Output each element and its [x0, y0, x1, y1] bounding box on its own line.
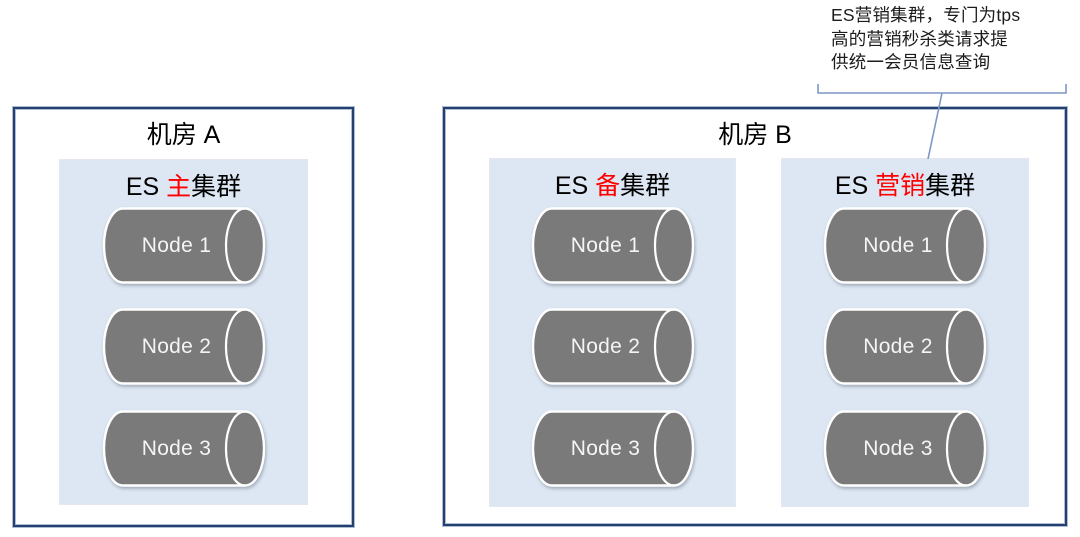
cluster-backup-title: ES 备集群: [490, 166, 735, 202]
cluster-marketing-title-keyword: 营销: [875, 172, 926, 200]
node-cylinder: Node 1: [531, 207, 694, 284]
callout-annotation: ES营销集群，专门为tps 高的营销秒杀类请求提 供统一会员信息查询: [831, 4, 1080, 75]
annotation-line-3: 供统一会员信息查询: [831, 52, 991, 72]
room-a-title: 机房 A: [146, 121, 221, 149]
callout-bracket: [817, 84, 1067, 94]
node-label: Node 2: [863, 334, 933, 358]
node-cylinder: Node 1: [102, 207, 265, 284]
cluster-panel-marketing: ES 营销集群 Node 1 Node 2 Node 3: [781, 158, 1029, 507]
node-label: Node 3: [863, 436, 933, 460]
room-b-title: 机房 B: [718, 121, 792, 149]
node-cylinder: Node 3: [531, 410, 694, 487]
node-label: Node 3: [570, 436, 641, 460]
node-cylinder: Node 3: [823, 410, 987, 487]
node-label: Node 2: [141, 334, 212, 358]
cluster-primary-title-keyword: 主: [166, 173, 192, 201]
cluster-primary-title-prefix: ES: [125, 173, 167, 201]
annotation-line-2: 高的营销秒杀类请求提: [831, 28, 1008, 49]
node-cylinder: Node 1: [823, 207, 987, 284]
room-box-b: 机房 B ES 备集群 Node 1 Node 2 Node 3 ES 营销集群…: [443, 107, 1067, 526]
cluster-marketing-title-suffix: 集群: [925, 172, 976, 200]
node-label: Node 2: [570, 334, 641, 358]
node-cylinder: Node 3: [102, 410, 265, 487]
cluster-primary-title-suffix: 集群: [191, 173, 242, 201]
annotation-line-1: ES营销集群，专门为tps: [831, 5, 1021, 25]
node-cylinder: Node 2: [102, 308, 265, 385]
cluster-backup-title-suffix: 集群: [620, 172, 671, 200]
node-label: Node 1: [570, 233, 641, 257]
node-label: Node 1: [141, 233, 212, 257]
cluster-panel-backup: ES 备集群 Node 1 Node 2 Node 3: [489, 158, 736, 507]
node-label: Node 3: [141, 436, 212, 460]
node-cylinder: Node 2: [531, 308, 694, 385]
cluster-marketing-title: ES 营销集群: [782, 166, 1028, 202]
cluster-marketing-title-prefix: ES: [834, 172, 876, 200]
node-label: Node 1: [863, 233, 933, 257]
cluster-backup-title-keyword: 备: [595, 172, 621, 200]
cluster-backup-title-prefix: ES: [554, 172, 596, 200]
room-box-a: 机房 A ES 主集群 Node 1 Node 2 Node 3: [13, 107, 354, 527]
cluster-panel-primary: ES 主集群 Node 1 Node 2 Node 3: [59, 159, 308, 505]
node-cylinder: Node 2: [823, 308, 987, 385]
cluster-primary-title: ES 主集群: [60, 167, 307, 203]
